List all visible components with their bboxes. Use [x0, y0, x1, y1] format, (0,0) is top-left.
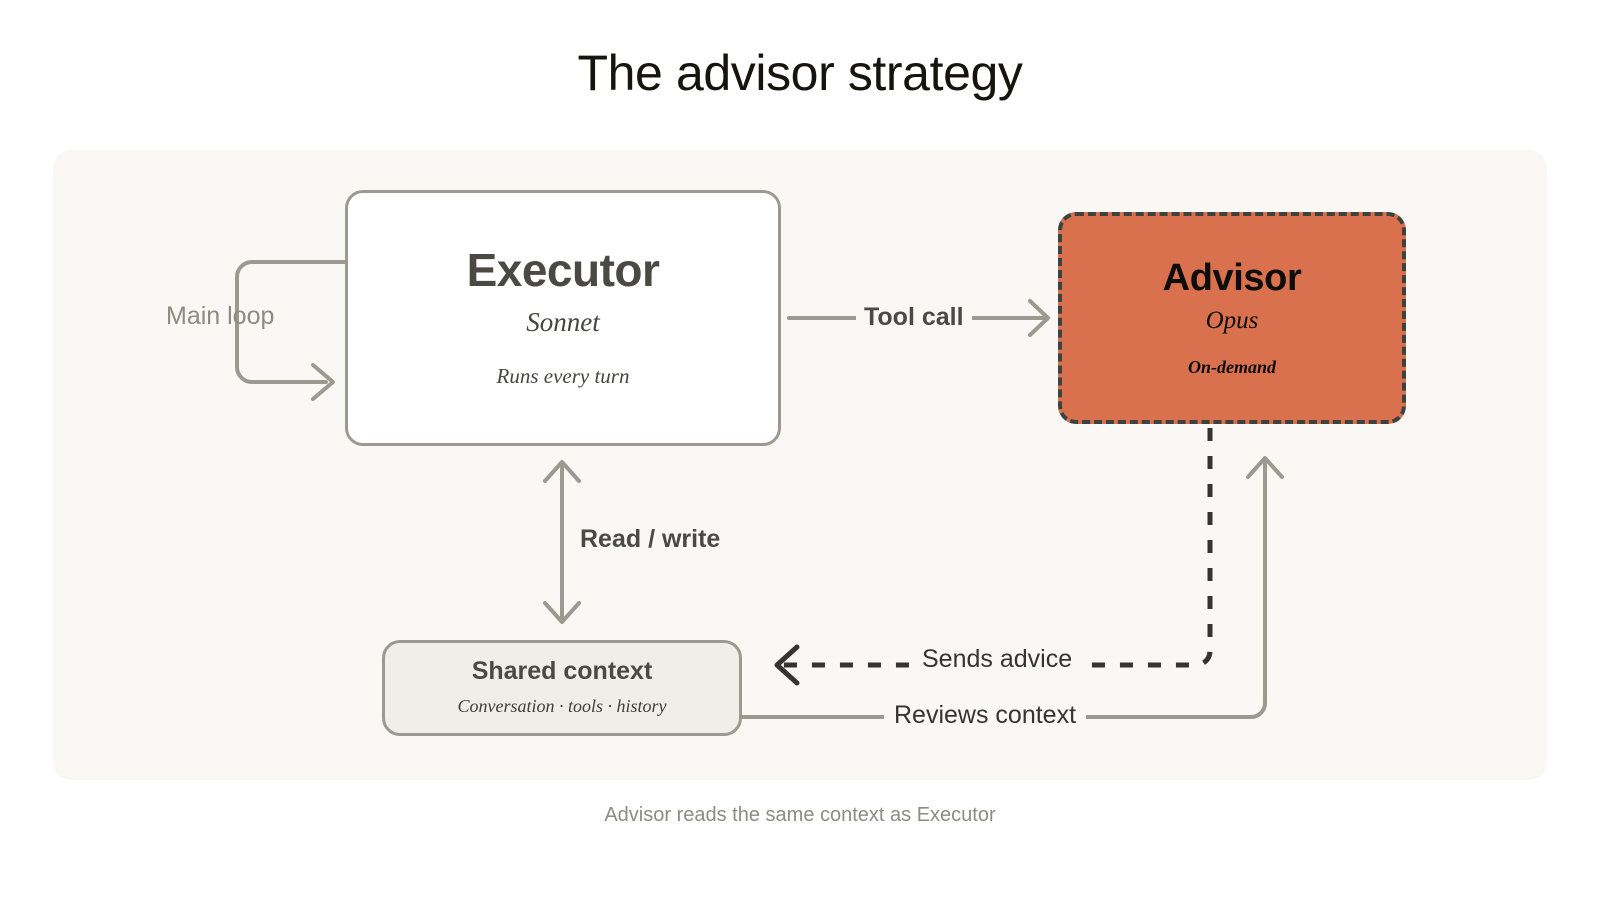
node-executor-title: Executor — [466, 244, 660, 296]
node-executor-note: Runs every turn — [496, 364, 630, 388]
node-advisor-note: On-demand — [1187, 356, 1276, 377]
node-advisor[interactable]: Advisor Opus On-demand — [1058, 212, 1406, 424]
edge-label-main-loop: Main loop — [166, 302, 275, 330]
node-shared-context-title: Shared context — [471, 657, 653, 685]
edge-label-read-write: Read / write — [580, 525, 721, 553]
node-executor[interactable]: Executor Sonnet Runs every turn — [345, 190, 781, 446]
node-advisor-model: Opus — [1205, 306, 1259, 334]
edge-label-tool-call: Tool call — [856, 303, 972, 332]
node-shared-context-note: Conversation · tools · history — [457, 696, 667, 716]
footer-caption: Advisor reads the same context as Execut… — [604, 804, 996, 826]
edge-label-sends-advice: Sends advice — [912, 645, 1083, 674]
edge-label-reviews-context: Reviews context — [884, 701, 1087, 730]
page-title: The advisor strategy — [577, 45, 1023, 101]
node-executor-model: Sonnet — [526, 307, 600, 337]
node-shared-context[interactable]: Shared context Conversation · tools · hi… — [382, 640, 742, 736]
node-advisor-title: Advisor — [1162, 256, 1302, 299]
